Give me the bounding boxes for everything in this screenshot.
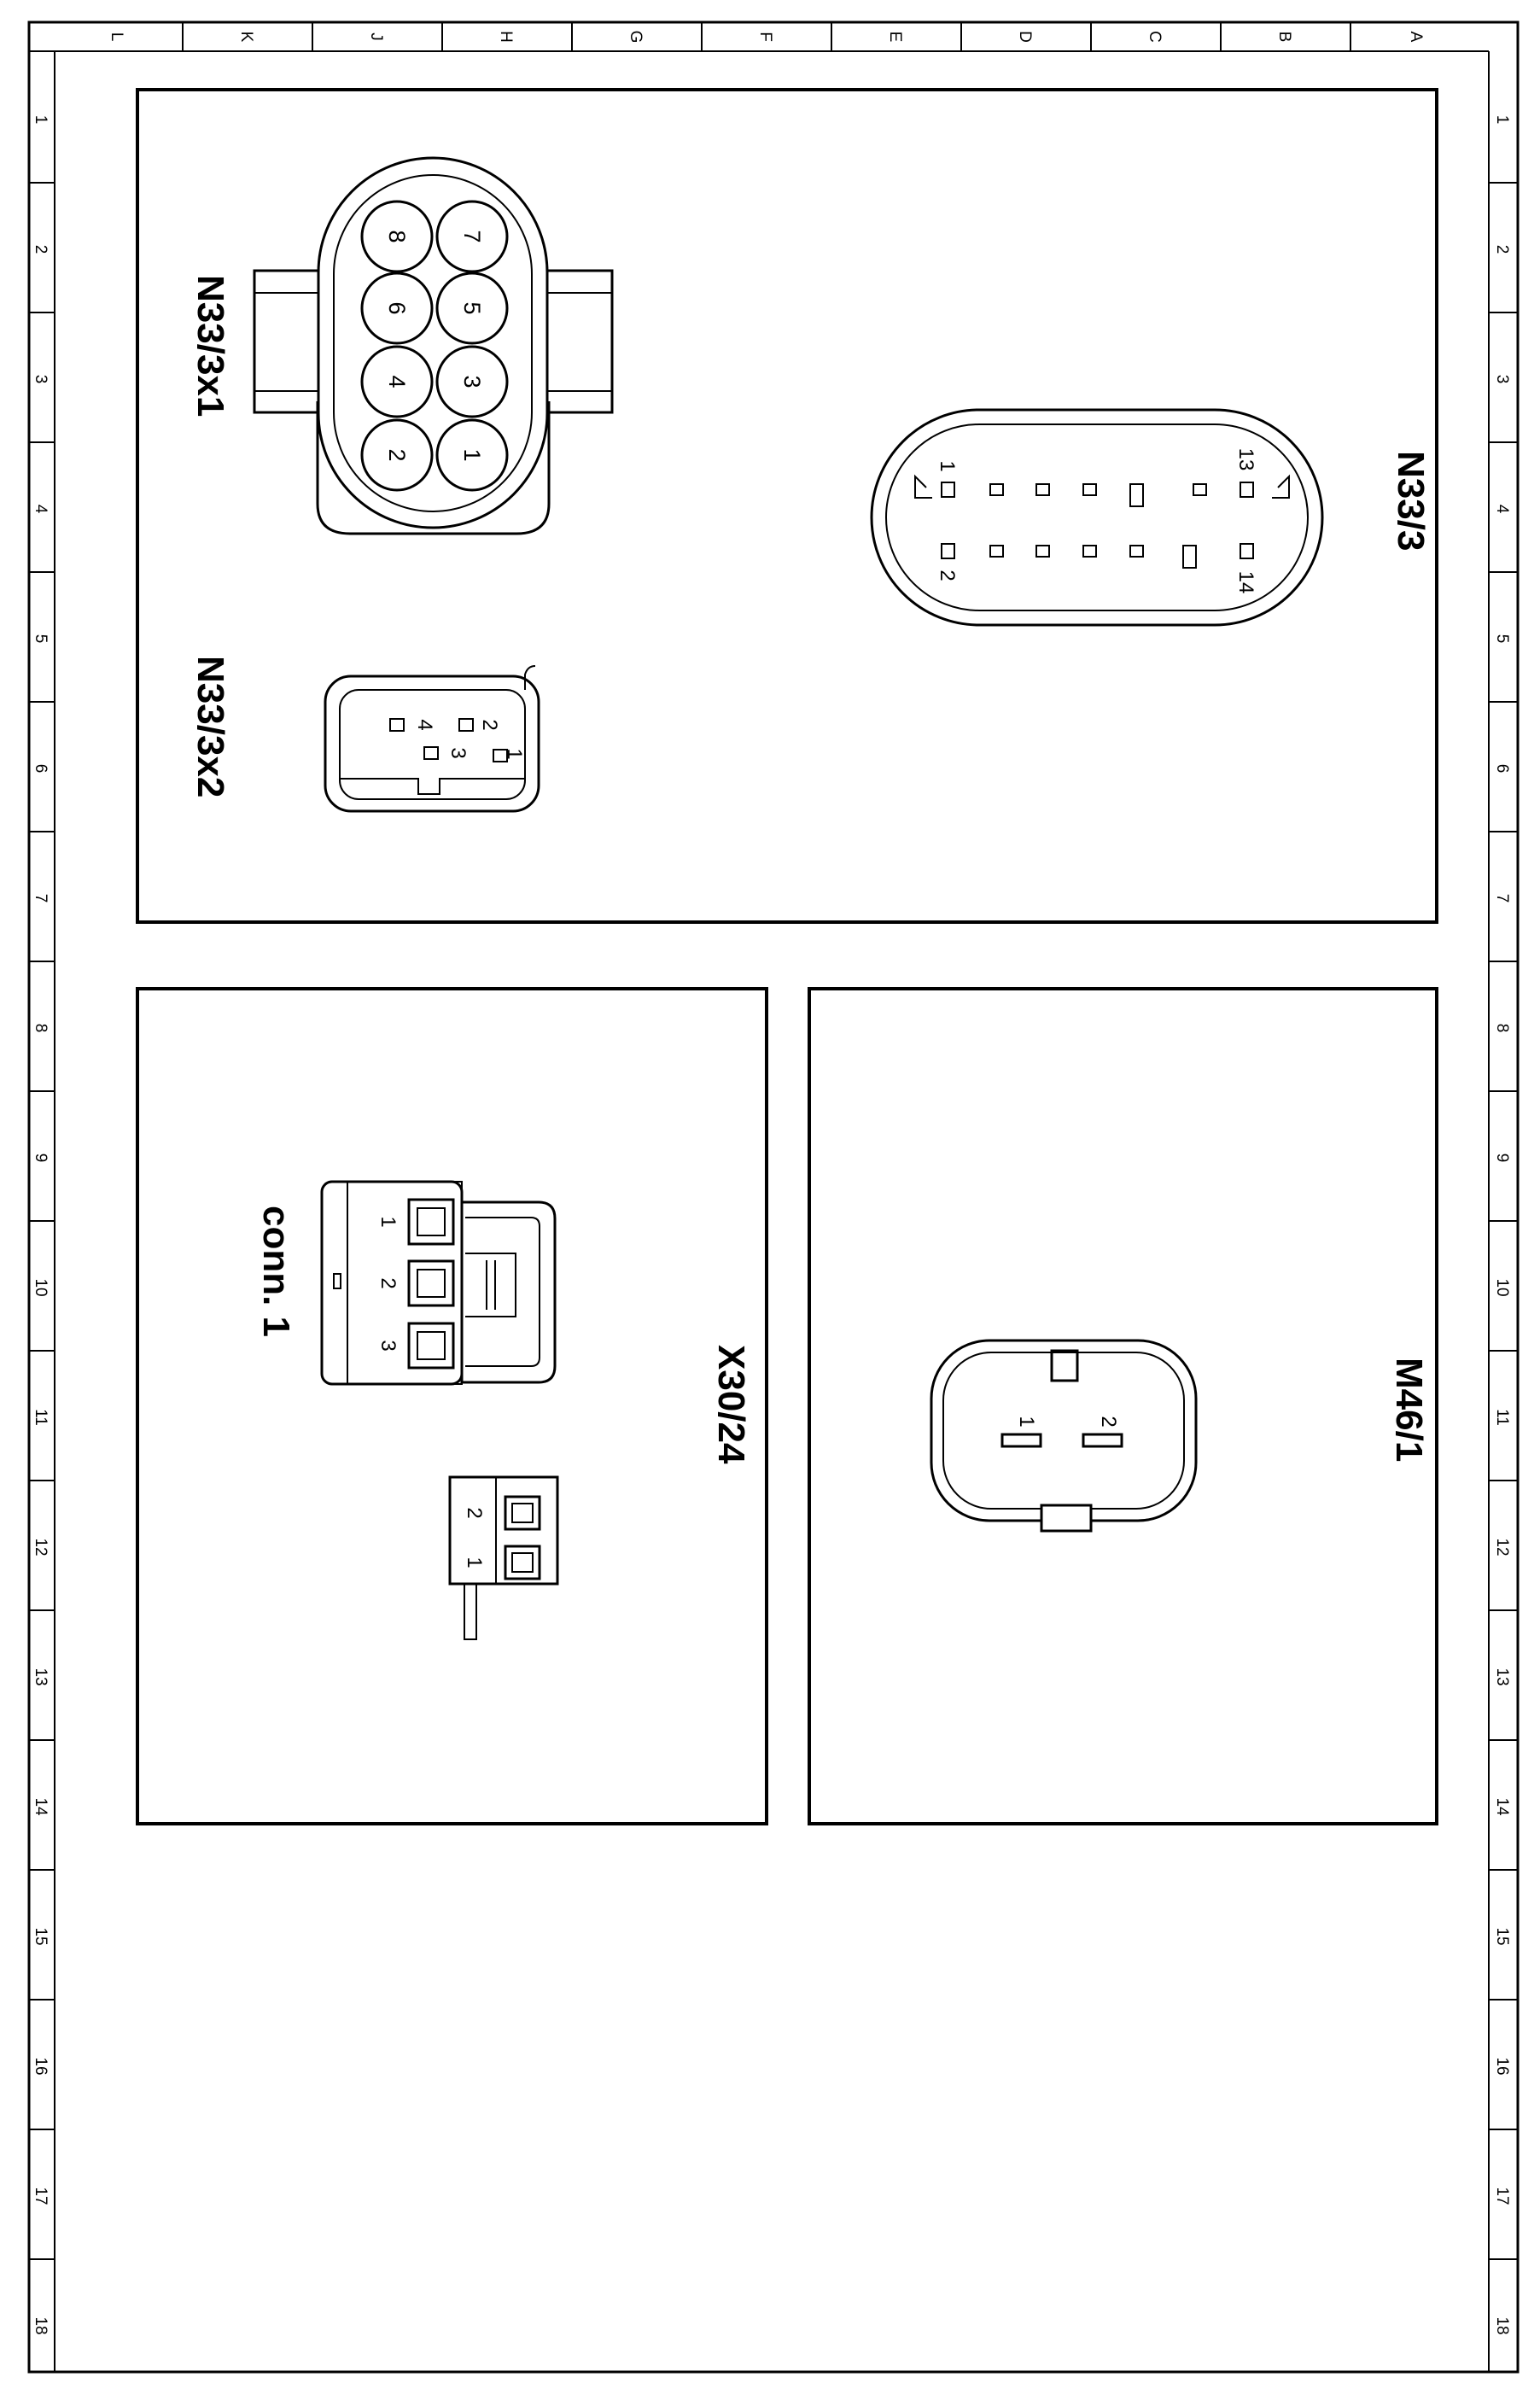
connector-n33-3x2: 4 2 3 1 <box>324 665 540 813</box>
ruler-number: 12 <box>32 1538 50 1556</box>
panel-n33-3 <box>136 88 1438 924</box>
pin-label: 2 <box>376 1277 400 1288</box>
pin-label: 1 <box>376 1216 400 1227</box>
pin-label: 1 <box>1015 1416 1038 1427</box>
pin-label: 3 <box>459 375 485 388</box>
left-ruler-numbers: 1 2 3 4 5 6 7 8 9 10 11 12 13 14 15 16 1… <box>32 115 50 2335</box>
pin-label: 2 <box>936 569 959 581</box>
pin-label: 1 <box>936 460 959 471</box>
ruler-letter: G <box>627 31 645 44</box>
ruler-number: 7 <box>32 894 50 903</box>
ruler-number: 2 <box>1493 245 1511 254</box>
conn-label: conn. 1 <box>255 1206 297 1337</box>
ruler-letter: F <box>756 32 774 42</box>
ruler-number: 8 <box>1493 1024 1511 1033</box>
ruler-number: 5 <box>1493 634 1511 644</box>
pin-label: 8 <box>384 230 410 242</box>
ruler-number: 8 <box>32 1024 50 1033</box>
ruler-number: 15 <box>1493 1927 1511 1945</box>
ruler-number: 5 <box>32 634 50 644</box>
top-ruler-letters: L K J H G F E D C B A <box>108 31 1425 44</box>
pin-label: 1 <box>459 448 485 461</box>
connector-x30-24-plug: 2 1 <box>448 1475 559 1640</box>
panel-x30-24 <box>136 987 768 1825</box>
right-ruler-numbers: 1 2 3 4 5 6 7 8 9 10 11 12 13 14 15 16 1… <box>1493 115 1511 2335</box>
pin-label: 3 <box>446 747 470 758</box>
ruler-number: 14 <box>1493 1797 1511 1816</box>
ruler-number: 6 <box>1493 764 1511 774</box>
ruler-number: 15 <box>32 1927 50 1945</box>
pin-label: 7 <box>459 230 485 242</box>
connector-title: N33/3x1 <box>190 275 231 417</box>
connector-title: N33/3x2 <box>190 656 231 797</box>
pin-label: 14 <box>1234 571 1257 594</box>
pin-label: 6 <box>384 301 410 314</box>
ruler-letter: C <box>1146 31 1164 43</box>
ruler-number: 9 <box>32 1154 50 1163</box>
pin-label: 2 <box>384 448 410 461</box>
ruler-number: 17 <box>32 2187 50 2205</box>
pin-label: 13 <box>1234 448 1257 471</box>
ruler-letter: J <box>367 32 385 41</box>
ruler-number: 10 <box>1493 1278 1511 1296</box>
pin-label: 4 <box>413 719 436 730</box>
connector-n33-3: 1 13 2 14 <box>870 408 1324 627</box>
connector-title: X30/24 <box>710 1345 752 1464</box>
ruler-number: 12 <box>1493 1538 1511 1556</box>
ruler-number: 10 <box>32 1278 50 1296</box>
ruler-number: 16 <box>1493 2057 1511 2075</box>
top-ruler-ticks <box>182 22 1351 51</box>
pin-label: 2 <box>478 719 501 730</box>
ruler-number: 4 <box>1493 505 1511 514</box>
panel-m46-1 <box>808 987 1438 1825</box>
connector-x30-24-conn1: 1 2 3 <box>320 1180 557 1386</box>
connector-title: M46/1 <box>1388 1358 1430 1462</box>
ruler-number: 18 <box>32 2316 50 2334</box>
pin-label: 2 <box>463 1507 486 1518</box>
ruler-number: 11 <box>32 1409 50 1426</box>
ruler-number: 3 <box>32 375 50 384</box>
ruler-number: 13 <box>1493 1668 1511 1685</box>
ruler-number: 3 <box>1493 375 1511 384</box>
ruler-letter: E <box>886 32 904 43</box>
ruler-number: 11 <box>1493 1409 1511 1426</box>
ruler-letter: B <box>1275 32 1293 43</box>
ruler-letter: K <box>237 32 255 43</box>
pin-label: 5 <box>459 301 485 314</box>
pin-label: 2 <box>1097 1416 1120 1427</box>
ruler-number: 2 <box>32 245 50 254</box>
ruler-number: 18 <box>1493 2316 1511 2334</box>
ruler-letter: H <box>497 31 515 43</box>
ruler-number: 1 <box>32 115 50 125</box>
ruler-number: 4 <box>32 505 50 514</box>
ruler-number: 1 <box>1493 115 1511 125</box>
ruler-letter: D <box>1016 31 1034 43</box>
pin-label: 1 <box>503 748 526 759</box>
connector-m46-1: 1 2 <box>930 1339 1198 1533</box>
ruler-number: 13 <box>32 1668 50 1685</box>
ruler-number: 6 <box>32 764 50 774</box>
ruler-letter: L <box>108 32 125 42</box>
pin-label: 4 <box>384 375 410 388</box>
connector-title: N33/3 <box>1390 451 1432 551</box>
ruler-number: 14 <box>32 1797 50 1816</box>
pin-label: 3 <box>376 1340 400 1351</box>
ruler-number: 9 <box>1493 1154 1511 1163</box>
ruler-number: 16 <box>32 2057 50 2075</box>
ruler-letter: A <box>1407 32 1425 43</box>
ruler-number: 7 <box>1493 894 1511 903</box>
sheet-frame <box>27 20 1520 2374</box>
side-ruler-ticks <box>29 182 1518 2260</box>
pin-label: 1 <box>463 1557 486 1568</box>
connector-n33-3x1: 8 7 6 5 4 3 2 1 <box>253 156 614 535</box>
ruler-number: 17 <box>1493 2187 1511 2205</box>
